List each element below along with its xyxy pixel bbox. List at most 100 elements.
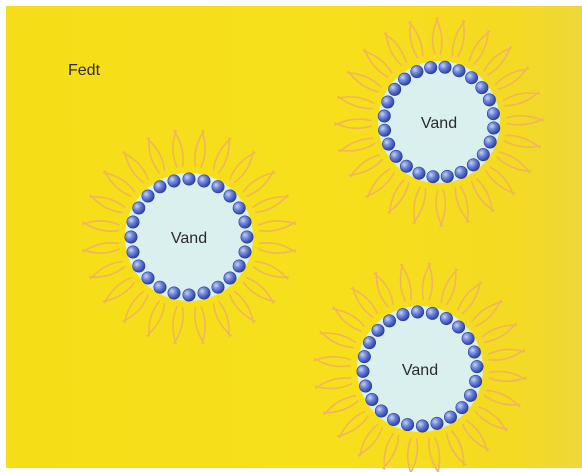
lipid-head	[127, 246, 139, 258]
lipid-tail	[90, 267, 125, 277]
lipid-tail	[173, 307, 177, 343]
lipid-head	[239, 246, 251, 258]
vesicle: Vand	[314, 263, 525, 472]
lipid-tail	[219, 138, 229, 173]
lipid-head	[363, 336, 375, 348]
lipid-head	[224, 190, 236, 202]
lipid-head	[483, 94, 495, 106]
lipid-head	[212, 181, 224, 193]
lipid-tail	[201, 131, 205, 167]
lipid-head	[372, 324, 384, 336]
lipid-tail	[485, 396, 520, 405]
lipid-tail	[440, 190, 445, 226]
lipid-tail	[436, 18, 442, 54]
lipid-tail	[410, 439, 418, 472]
lipid-head	[142, 190, 154, 202]
lipid-tail	[320, 333, 355, 342]
lipid-head	[464, 389, 476, 401]
lipid-head	[133, 202, 145, 214]
lipid-head	[125, 231, 137, 243]
lipid-head	[471, 360, 483, 372]
lipid-tail	[347, 73, 380, 87]
lipid-head	[400, 160, 412, 172]
lipid-tail	[433, 18, 438, 54]
lipid-head	[477, 148, 489, 160]
lipid-head	[439, 61, 451, 73]
vesicle: Vand	[335, 18, 543, 226]
lipid-head	[488, 122, 500, 134]
vesicle: Vand	[83, 131, 295, 343]
lipid-head	[411, 306, 423, 318]
lipid-head	[462, 332, 474, 344]
lipid-head	[133, 260, 145, 272]
lipid-tail	[474, 30, 488, 63]
lipid-head	[484, 136, 496, 148]
lipid-head	[357, 365, 369, 377]
lipid-tail	[335, 123, 371, 128]
lipid-tail	[447, 434, 466, 465]
lipid-tail	[436, 190, 442, 226]
lipid-tail	[335, 119, 371, 125]
lipid-head	[441, 170, 453, 182]
lipid-head	[440, 312, 452, 324]
lipid-head	[416, 420, 428, 432]
lipid-head	[183, 289, 195, 301]
lipid-head	[359, 380, 371, 392]
lipid-tail	[149, 138, 159, 173]
lipid-tail	[90, 197, 125, 207]
lipid-head	[154, 181, 166, 193]
lipid-tail	[390, 180, 404, 213]
lipid-tail	[323, 401, 357, 413]
lipid-head	[487, 108, 499, 120]
lipid-tail	[490, 371, 526, 379]
lipid-head	[427, 171, 439, 183]
lipid-tail	[314, 357, 350, 361]
lipid-head	[183, 173, 195, 185]
lipid-head	[212, 281, 224, 293]
lipid-tail	[413, 189, 425, 223]
lipid-head	[456, 401, 468, 413]
lipid-tail	[384, 434, 393, 469]
lipid-head	[401, 418, 413, 430]
lipid-head	[387, 413, 399, 425]
lipid-tail	[219, 301, 229, 336]
vesicle-label: Vand	[171, 230, 207, 247]
lipid-head	[452, 321, 464, 333]
lipid-head	[366, 393, 378, 405]
lipid-head	[382, 138, 394, 150]
vesicle-label: Vand	[421, 115, 457, 132]
lipid-tail	[259, 249, 295, 253]
lipid-tail	[324, 396, 355, 415]
lipid-tail	[386, 33, 402, 66]
lipid-tail	[489, 378, 525, 382]
lipid-tail	[506, 135, 540, 147]
lipid-tail	[173, 131, 177, 167]
lipid-head	[233, 202, 245, 214]
lipid-head	[398, 73, 410, 85]
lipid-head	[444, 411, 456, 423]
lipid-head	[168, 175, 180, 187]
lipid-tail	[201, 307, 205, 343]
lipid-tail	[83, 221, 119, 225]
lipid-tail	[447, 269, 456, 304]
lipid-tail	[315, 359, 351, 367]
lipid-head	[411, 65, 423, 77]
lipid-tail	[376, 272, 388, 306]
lipid-tail	[422, 264, 430, 300]
lipid-head	[397, 308, 409, 320]
lipid-tail	[338, 96, 372, 108]
lipid-head	[426, 307, 438, 319]
lipid-tail	[375, 273, 394, 304]
lipid-tail	[452, 21, 464, 55]
lipid-tail	[350, 160, 383, 176]
lipid-tail	[496, 69, 529, 85]
lipid-head	[378, 124, 390, 136]
lipid-head	[425, 61, 437, 73]
vesicle-label: Vand	[402, 362, 438, 379]
lipid-tail	[83, 249, 119, 253]
lipid-tail	[452, 431, 464, 465]
lipid-head	[198, 175, 210, 187]
lipid-head	[142, 272, 154, 284]
